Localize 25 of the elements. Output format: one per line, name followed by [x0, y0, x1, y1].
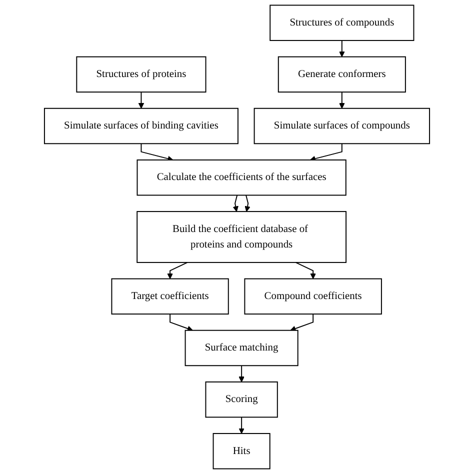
- arrow: [244, 194, 250, 212]
- arrow: [138, 92, 144, 109]
- node-box: Build the coefficient database of proteins and compounds: [136, 211, 347, 263]
- arrow: [232, 194, 238, 212]
- arrow: [140, 143, 174, 162]
- node-box: Simulate surfaces of compounds: [254, 108, 430, 144]
- node-box: Scoring: [205, 381, 278, 418]
- node-box: Surface matching: [184, 330, 298, 366]
- node-box: Generate conformers: [278, 56, 406, 93]
- arrow: [339, 40, 345, 58]
- arrow: [238, 416, 244, 434]
- arrow: [310, 143, 342, 162]
- node-box: Calculate the coefficients of the surfaces: [136, 159, 346, 196]
- node-box: Structures of proteins: [76, 56, 206, 93]
- arrow: [290, 314, 314, 332]
- node-box: Compound coefficients: [244, 278, 382, 315]
- node-box: Target coefficients: [111, 278, 229, 315]
- arrow: [167, 262, 188, 280]
- arrow: [339, 92, 345, 109]
- node-box: Hits: [212, 433, 270, 470]
- node-box: Structures of compounds: [270, 4, 414, 41]
- arrow: [295, 262, 316, 280]
- arrow: [170, 314, 193, 332]
- node-box: Simulate surfaces of binding cavities: [44, 108, 238, 144]
- arrow: [238, 365, 244, 382]
